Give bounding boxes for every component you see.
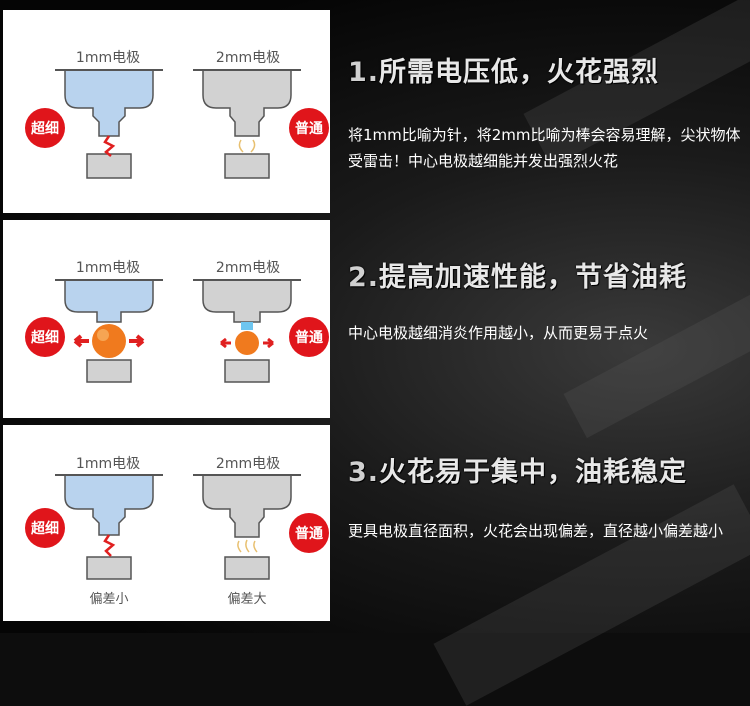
standard-badge (289, 317, 329, 357)
arrow-right-icon (263, 337, 274, 349)
left-electrode-label: 1mm电极 (76, 260, 140, 276)
spark-diagram-1: 1mm电极 2mm电极 超细 普通 (25, 50, 329, 179)
spark-icon (103, 534, 116, 557)
ground-electrode (224, 153, 270, 179)
svg-text:普通: 普通 (295, 329, 323, 346)
spark-icon (103, 135, 116, 157)
flame-kernel-icon (92, 324, 126, 358)
weak-spark-icon (238, 139, 256, 153)
section-1-description: 将1mm比喻为针，将2mm比喻为棒会容易理解，尖状物体受雷击！中心电极越细能并发… (348, 126, 741, 170)
standard-electrode-body (202, 474, 292, 538)
arrow-left-icon (73, 334, 89, 348)
ground-electrode (224, 359, 270, 383)
standard-electrode-body (202, 279, 292, 323)
section-2-description: 中心电极越细消炎作用越小，从而更易于点火 (348, 324, 649, 342)
flame-kernel-icon (235, 331, 259, 355)
ground-electrode (86, 153, 132, 179)
spark-diagram-3: 1mm电极 2mm电极 偏差小 偏差大 超细 普通 (25, 456, 329, 607)
arrow-left-icon (220, 337, 231, 349)
thin-electrode-body (64, 69, 154, 137)
arrow-right-icon (129, 334, 145, 348)
spark-diagram-2: 1mm电极 2mm电极 超细 普通 (25, 260, 329, 383)
section-2-heading: 2.提高加速性能，节省油耗 (348, 262, 688, 293)
right-electrode-label: 2mm电极 (216, 260, 280, 276)
section-3-description: 更具电极直径面积，火花会出现偏差，直径越小偏差越小 (348, 522, 724, 540)
right-electrode-label: 2mm电极 (216, 456, 280, 472)
standard-badge (289, 513, 329, 553)
right-caption: 偏差大 (227, 592, 266, 607)
right-electrode-label: 2mm电极 (216, 50, 280, 66)
ground-electrode (86, 556, 132, 580)
scattered-spark-icon (237, 539, 258, 553)
standard-badge (289, 108, 329, 148)
ground-electrode (224, 556, 270, 580)
thin-electrode-body (64, 474, 154, 536)
ultra-fine-badge (25, 108, 65, 148)
svg-text:超细: 超细 (30, 520, 59, 537)
left-caption: 偏差小 (89, 592, 128, 607)
standard-electrode-body (202, 69, 292, 137)
ultra-fine-badge (25, 508, 65, 548)
svg-text:普通: 普通 (295, 120, 323, 137)
left-electrode-label: 1mm电极 (76, 50, 140, 66)
thin-electrode-body (64, 279, 154, 323)
diagram-panel-3: 1mm电极 2mm电极 偏差小 偏差大 超细 普通 (3, 425, 330, 621)
section-3-heading: 3.火花易于集中，油耗稳定 (348, 457, 688, 488)
ground-electrode (86, 359, 132, 383)
diagram-panel-1: 1mm电极 2mm电极 超细 普通 (3, 10, 330, 213)
left-electrode-label: 1mm电极 (76, 456, 140, 472)
svg-text:普通: 普通 (295, 525, 323, 542)
section-1-heading: 1.所需电压低，火花强烈 (348, 57, 660, 88)
diagram-panel-2: 1mm电极 2mm电极 超细 普通 (3, 220, 330, 418)
svg-text:超细: 超细 (30, 329, 59, 346)
svg-text:超细: 超细 (30, 120, 59, 137)
ultra-fine-badge (25, 317, 65, 357)
